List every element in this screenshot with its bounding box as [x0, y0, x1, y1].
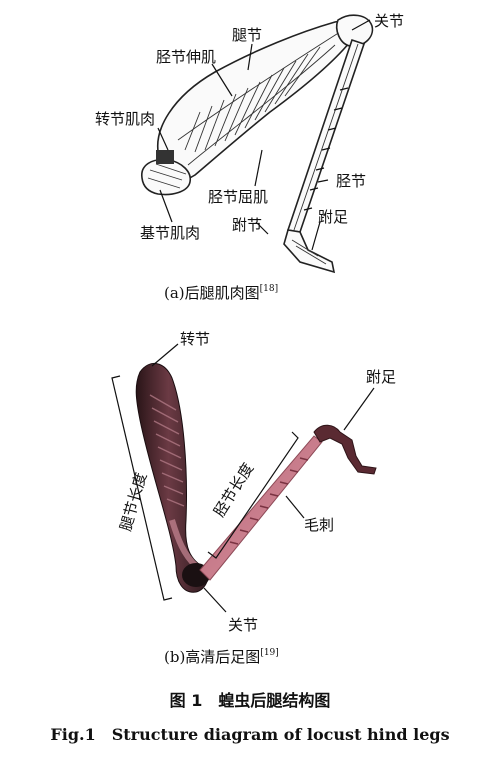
label-tarsus-joint: 跗节 [232, 216, 262, 234]
label-tarsus-foot-b: 跗足 [366, 368, 396, 386]
label-trochanter-muscle: 转节肌肉 [95, 110, 155, 128]
label-bristles: 毛刺 [304, 516, 334, 534]
diagram-a-leader-lines [157, 19, 371, 251]
diagram-b: 转节 跗足 毛刺 关节 腿节长度 胫节长度 (b)高清后足图[19] [111, 330, 396, 666]
label-joint-a: 关节 [374, 12, 404, 30]
tibia-photo [199, 435, 323, 581]
femur-photo-stripes [149, 394, 185, 507]
tarsus-outline [283, 229, 336, 274]
label-joint-b: 关节 [228, 616, 258, 634]
label-tibia-flexor: 胫节屈肌 [208, 188, 268, 206]
coxa-base [141, 158, 192, 196]
label-tibia-extensor: 胫节伸肌 [156, 48, 216, 66]
diagram-a: 关节 腿节 胫节伸肌 转节肌肉 胫节 胫节屈肌 跗节 跗足 基节肌肉 (a)后腿… [95, 12, 404, 302]
trochanter-block [156, 150, 174, 164]
figure-title-en: Fig.1 Structure diagram of locust hind l… [50, 725, 449, 744]
femur-muscle-hatching [177, 31, 341, 166]
tibia-photo-spines [229, 457, 309, 545]
caption-b: (b)高清后足图[19] [164, 648, 279, 666]
caption-a: (a)后腿肌肉图[18] [164, 284, 278, 302]
diagram-b-leader-lines [151, 343, 375, 613]
label-tarsus-foot-a: 跗足 [318, 208, 348, 226]
label-trochanter-b: 转节 [180, 330, 210, 348]
femur-length-bracket [111, 375, 173, 601]
tibia-spines [303, 87, 349, 211]
tarsus-photo [313, 424, 377, 475]
label-coxa-muscle: 基节肌肉 [140, 224, 200, 242]
figure-title-cn: 图 1 蝗虫后腿结构图 [170, 691, 331, 710]
label-femur-length: 腿节长度 [117, 470, 151, 533]
label-tibia-a: 胫节 [336, 172, 366, 190]
tibia-length-bracket [207, 431, 299, 559]
label-femur-a: 腿节 [232, 26, 262, 44]
